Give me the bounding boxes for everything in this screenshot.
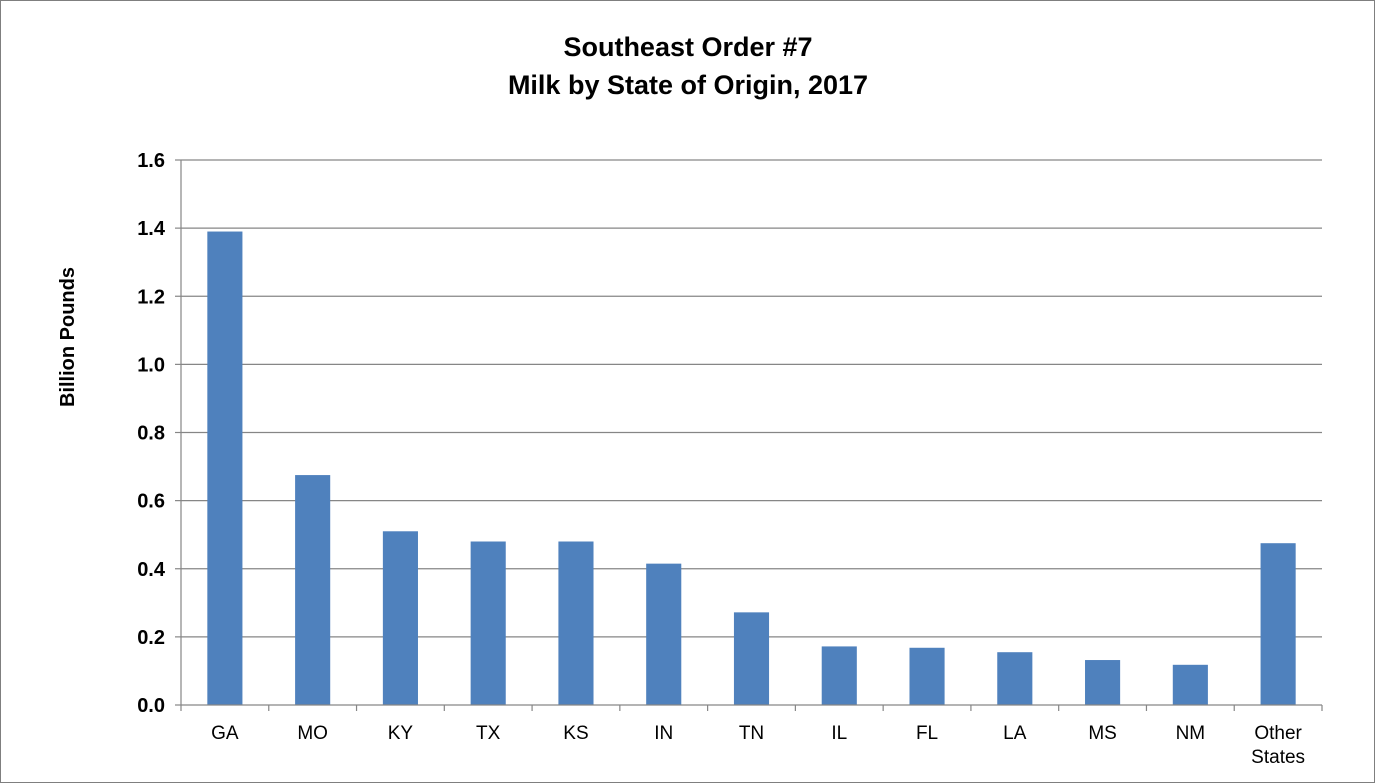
x-tick-label: NM <box>1176 723 1206 744</box>
y-axis-title: Billion Pounds <box>57 267 79 407</box>
x-tick-label: States <box>1251 747 1305 768</box>
x-tick-label: Other <box>1254 723 1302 744</box>
chart-title: Southeast Order #7 Milk by State of Origi… <box>508 32 868 100</box>
y-tick-label: 0.8 <box>137 423 165 445</box>
bar-other-states <box>1260 543 1296 705</box>
bar-nm <box>1172 664 1208 705</box>
y-tick-label: 1.6 <box>137 150 165 172</box>
y-tick-label: 1.2 <box>137 286 165 308</box>
bar-ga <box>207 231 243 705</box>
x-tick-label: MS <box>1088 723 1117 744</box>
y-tick-label: 0.6 <box>137 491 165 513</box>
x-tick-label: IL <box>831 723 847 744</box>
chart-title-line-2: Milk by State of Origin, 2017 <box>508 70 868 100</box>
bars <box>207 231 1296 705</box>
x-tick-label: FL <box>916 723 938 744</box>
x-tick-label: MO <box>297 723 328 744</box>
bar-il <box>821 646 857 705</box>
chart-title-line-1: Southeast Order #7 <box>563 32 812 62</box>
y-tick-label: 0.2 <box>137 627 165 649</box>
bar-in <box>646 563 682 705</box>
x-tick-label: IN <box>654 723 673 744</box>
x-tick-label: KS <box>563 723 588 744</box>
bar-ky <box>382 531 418 705</box>
bar-tn <box>733 612 770 705</box>
x-tick-label: TN <box>739 723 764 744</box>
x-axis <box>180 160 1323 711</box>
bar-tx <box>470 541 506 705</box>
bar-ks <box>558 541 594 705</box>
x-tick-label: TX <box>476 723 501 744</box>
bar-fl <box>909 647 945 705</box>
y-axis-ticks: 0.0 0.2 0.4 0.6 0.8 1.0 1.2 1.4 1.6 <box>137 150 181 717</box>
x-tick-label: LA <box>1003 723 1027 744</box>
x-tick-label: KY <box>388 723 414 744</box>
bar-la <box>997 652 1033 705</box>
y-axis-label: Billion Pounds <box>57 267 79 407</box>
y-tick-label: 0.4 <box>137 559 166 581</box>
y-tick-label: 1.0 <box>137 354 165 376</box>
gridlines <box>181 159 1322 638</box>
x-tick-label: GA <box>211 723 239 744</box>
y-tick-label: 1.4 <box>137 218 166 240</box>
bar-mo <box>295 475 331 705</box>
y-tick-label: 0.0 <box>137 695 165 717</box>
bar-ms <box>1085 660 1121 705</box>
